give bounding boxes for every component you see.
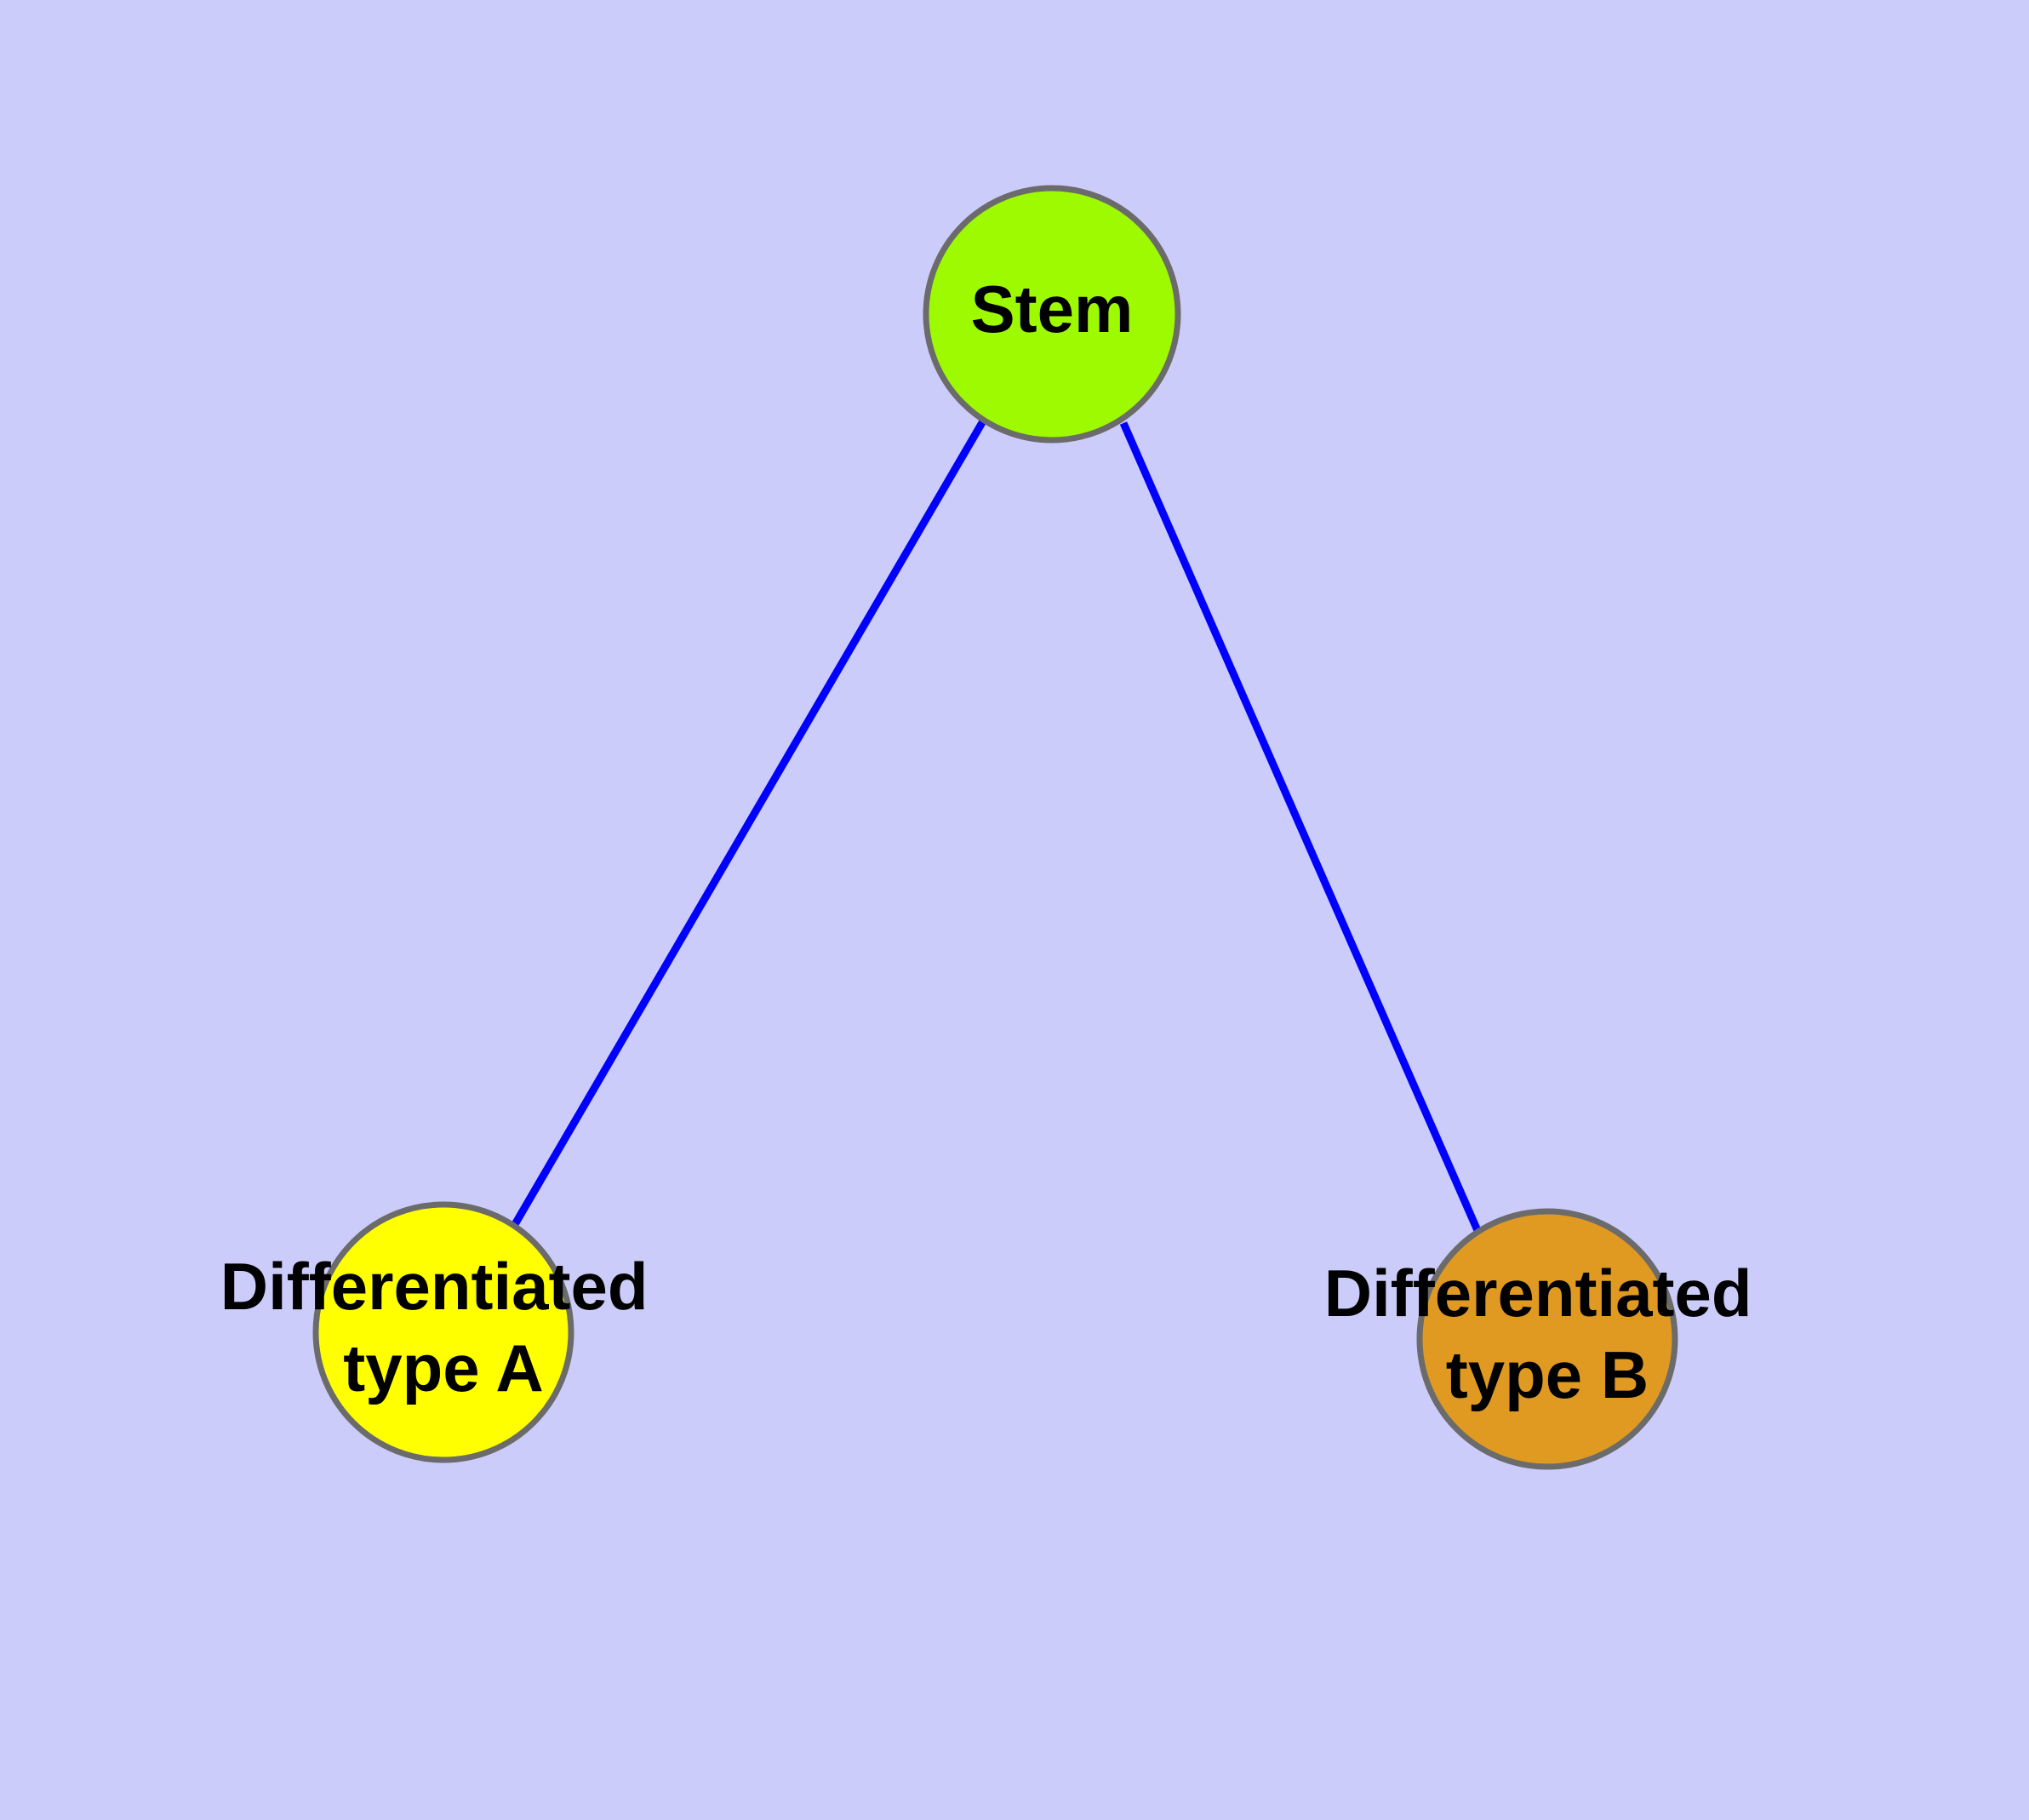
node-diff-a-label: Differentiated type A xyxy=(220,1249,666,1405)
node-stem-label-line-1: Stem xyxy=(971,272,1134,346)
edge-stem-to-diff-a[interactable] xyxy=(511,417,987,1228)
node-stem-circle[interactable] xyxy=(923,185,1181,444)
node-stem[interactable]: Stem xyxy=(923,185,1181,444)
edge-stem-to-diff-b[interactable] xyxy=(1119,421,1483,1236)
node-stem-label: Stem xyxy=(971,272,1134,346)
node-layer: Stem Differentiated type A Differentiate… xyxy=(220,185,1770,1470)
edge-layer xyxy=(511,417,1483,1236)
node-diff-b-label-line-1: Differentiated xyxy=(1324,1256,1752,1331)
node-diff-a-circle[interactable] xyxy=(312,1201,574,1463)
node-diff-a-label-line-2: type A xyxy=(343,1331,544,1405)
node-diff-b-circle[interactable] xyxy=(1416,1208,1678,1470)
node-diff-b-label-line-2: type B xyxy=(1446,1337,1649,1412)
node-diff-a-label-line-1: Differentiated xyxy=(220,1249,649,1324)
node-diff-b-label: Differentiated type B xyxy=(1324,1256,1770,1412)
node-diff-a[interactable]: Differentiated type A xyxy=(220,1201,666,1463)
node-diff-b[interactable]: Differentiated type B xyxy=(1324,1208,1770,1470)
